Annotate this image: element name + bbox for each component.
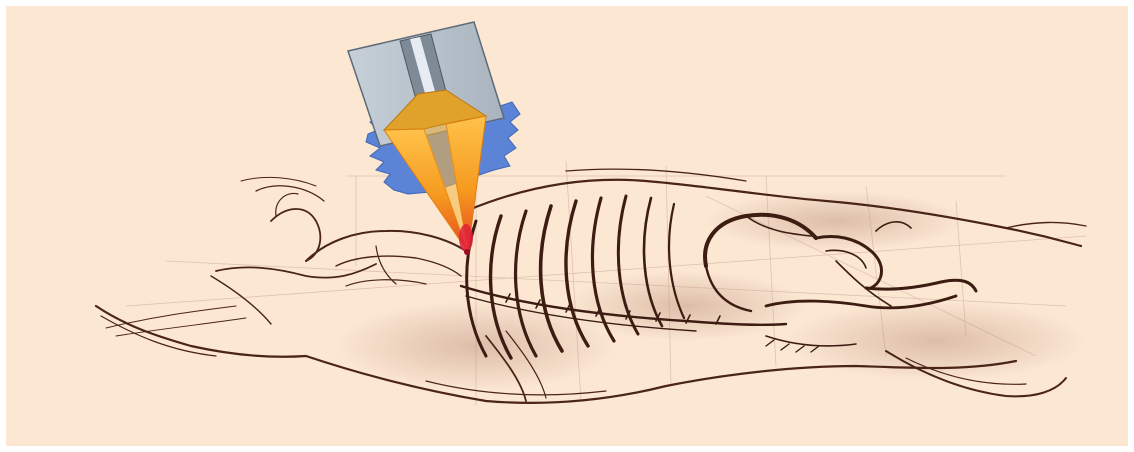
anatomy-diagram xyxy=(6,6,1128,446)
focal-point-icon xyxy=(459,224,473,255)
figure-canvas xyxy=(6,6,1128,446)
